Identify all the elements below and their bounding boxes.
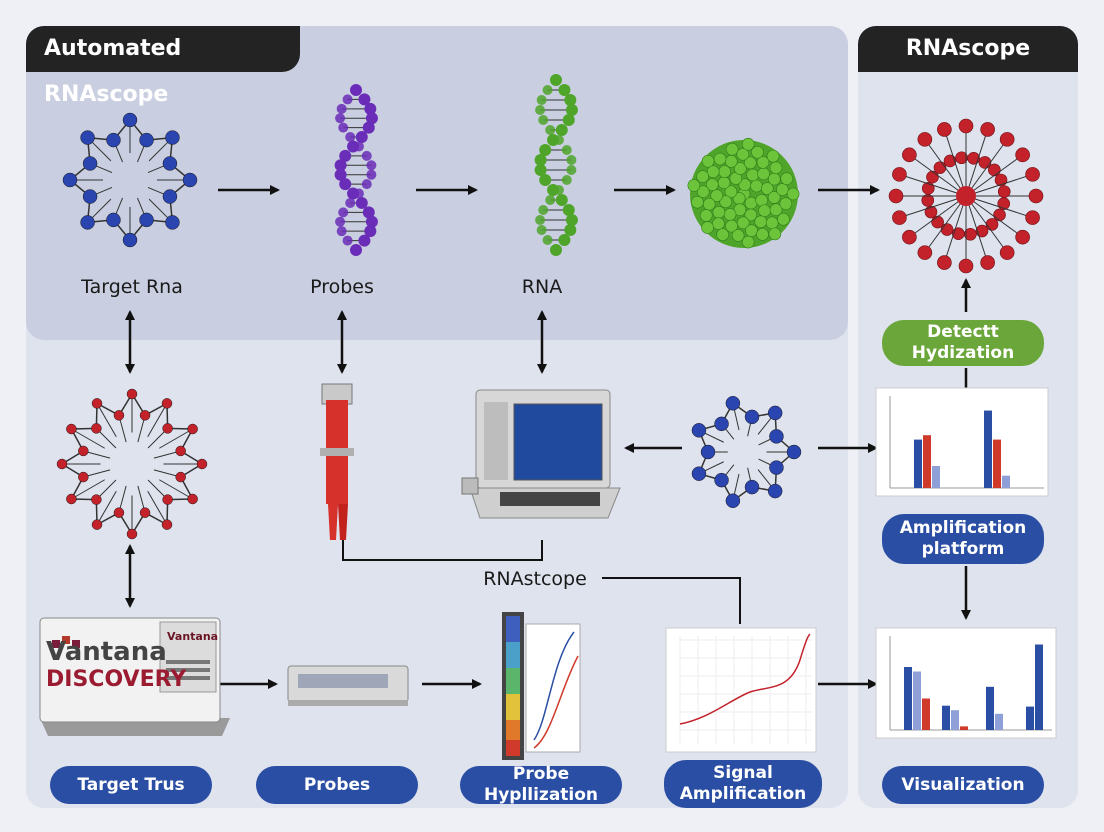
green-cluster-molecule — [687, 137, 800, 249]
bracket-connector — [342, 540, 543, 561]
target-rna-molecule — [62, 112, 198, 248]
brand-line2: DISCOVERY — [46, 667, 187, 692]
visualization-bar-chart — [875, 627, 1057, 739]
visualization-pill: Visualization — [882, 766, 1044, 804]
blue-molecule-middle — [691, 396, 802, 508]
amplification-platform-pill: Amplification platform — [882, 514, 1044, 564]
red-cluster-molecule — [888, 118, 1044, 274]
rnascope-connector — [602, 577, 741, 624]
probe-tube-icon — [320, 383, 354, 540]
slide-device-icon — [287, 665, 409, 706]
automated-panel-title: Automated RNAscope — [26, 26, 300, 107]
brand-line1: Vantana — [46, 637, 167, 667]
signal-amplification-pill: Signal Amplification — [664, 760, 822, 808]
rnascope-midlabel: RNAstcope — [483, 568, 587, 590]
brand-small-label: Vantana — [167, 630, 219, 643]
red-ring-molecule — [56, 388, 208, 540]
hybridization-column-icon — [502, 612, 581, 760]
vantana-brand: Vantana DISCOVERY — [46, 637, 187, 694]
detect-hybridization-pill: Detectt Hydization — [882, 320, 1044, 366]
rna-helix-molecule — [534, 74, 578, 256]
amplification-bar-chart — [875, 387, 1049, 497]
vantana-instrument-icon — [39, 617, 230, 736]
label-probes-top: Probes — [310, 276, 374, 298]
probes-pill: Probes — [256, 766, 418, 804]
probe-hybridization-pill: Probe Hypllization — [460, 764, 622, 805]
rnascope-panel-title: RNAscope — [858, 26, 1078, 72]
probes-helix-molecule — [334, 84, 378, 256]
signal-line-chart — [665, 627, 817, 753]
target-pill: Target Trus — [50, 766, 212, 804]
computer-instrument-icon — [461, 389, 621, 519]
label-rna-top: RNA — [521, 276, 563, 298]
label-target-rna: Target Rna — [81, 276, 183, 298]
